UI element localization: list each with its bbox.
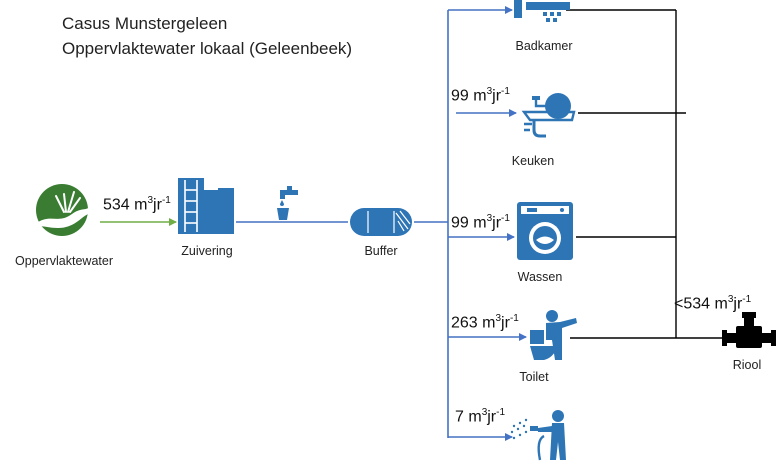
node-label-bathroom: Badkamer [515, 39, 573, 53]
kitchen-sink-icon [521, 93, 576, 138]
node-label-source: Oppervlaktewater [15, 254, 113, 268]
node-label-washing: Wassen [517, 270, 563, 284]
flow-label-toilet: 263 m3jr-1 [451, 313, 519, 332]
purification-tower-icon [178, 178, 234, 234]
node-label-sewer: Riool [732, 358, 762, 372]
diagram-title: Casus Munstergeleen [62, 14, 228, 33]
sewer-collector-lines [566, 9, 722, 339]
flow-label-to-sewer: <534 m3jr-1 [674, 294, 752, 313]
buffer-tank-icon [350, 208, 412, 236]
flow-label-kitchen: 99 m3jr-1 [451, 86, 510, 105]
node-label-treatment: Zuivering [181, 244, 233, 258]
washing-machine-icon [517, 202, 573, 260]
tap-glass-icon [277, 186, 298, 220]
flow-label-outdoor: 7 m3jr-1 [455, 407, 506, 426]
surface-water-icon [36, 184, 88, 236]
sewer-pipe-icon [722, 312, 776, 348]
toilet-icon [530, 310, 577, 360]
garden-hose-icon [510, 410, 566, 461]
node-label-kitchen: Keuken [511, 154, 555, 168]
diagram-subtitle: Oppervlaktewater lokaal (Geleenbeek) [62, 39, 353, 58]
flow-label-source-to-treatment: 534 m3jr-1 [103, 195, 171, 214]
shower-icon [514, 0, 570, 22]
node-label-toilet: Toilet [519, 370, 549, 384]
node-label-buffer: Buffer [364, 244, 398, 258]
flow-label-washing: 99 m3jr-1 [451, 213, 510, 232]
